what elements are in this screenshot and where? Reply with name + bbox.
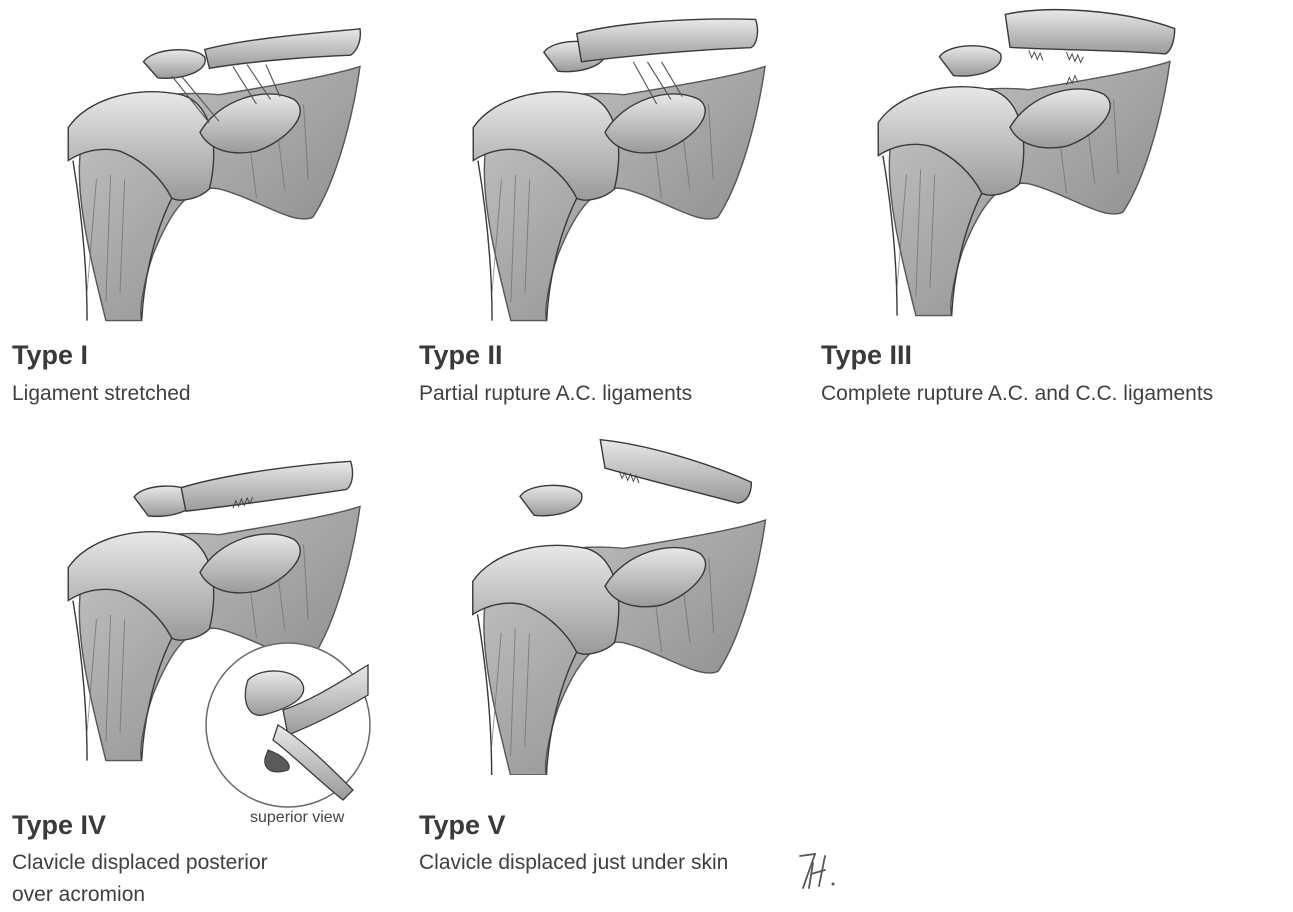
type-2-description: Partial rupture A.C. ligaments — [419, 377, 692, 411]
panel-type-5: Type V Clavicle displaced just under ski… — [405, 430, 885, 907]
artist-signature — [795, 848, 855, 903]
panel-type-4: superior view Type IV Clavicle displaced… — [0, 430, 400, 907]
type-4-title: Type IV — [12, 810, 106, 841]
type-5-description: Clavicle displaced just under skin — [419, 846, 728, 880]
type-5-title: Type V — [419, 810, 506, 841]
type-3-shoulder-illustration — [840, 5, 1180, 325]
type-2-shoulder-illustration — [435, 10, 775, 330]
superior-view-inset — [203, 640, 373, 810]
type-1-title: Type I — [12, 340, 88, 371]
type-3-description: Complete rupture A.C. and C.C. ligaments — [821, 377, 1213, 411]
panel-type-2: Type II Partial rupture A.C. ligaments — [405, 0, 805, 420]
type-5-shoulder-illustration — [435, 435, 775, 775]
panel-type-3: Type III Complete rupture A.C. and C.C. … — [810, 0, 1293, 420]
type-3-title: Type III — [821, 340, 912, 371]
type-2-title: Type II — [419, 340, 503, 371]
type-4-description-line-1: Clavicle displaced posterior — [12, 846, 268, 880]
type-1-description: Ligament stretched — [12, 377, 191, 411]
panel-type-1: Type I Ligament stretched — [0, 0, 400, 420]
superior-view-caption: superior view — [250, 809, 344, 827]
type-1-shoulder-illustration — [30, 10, 370, 330]
